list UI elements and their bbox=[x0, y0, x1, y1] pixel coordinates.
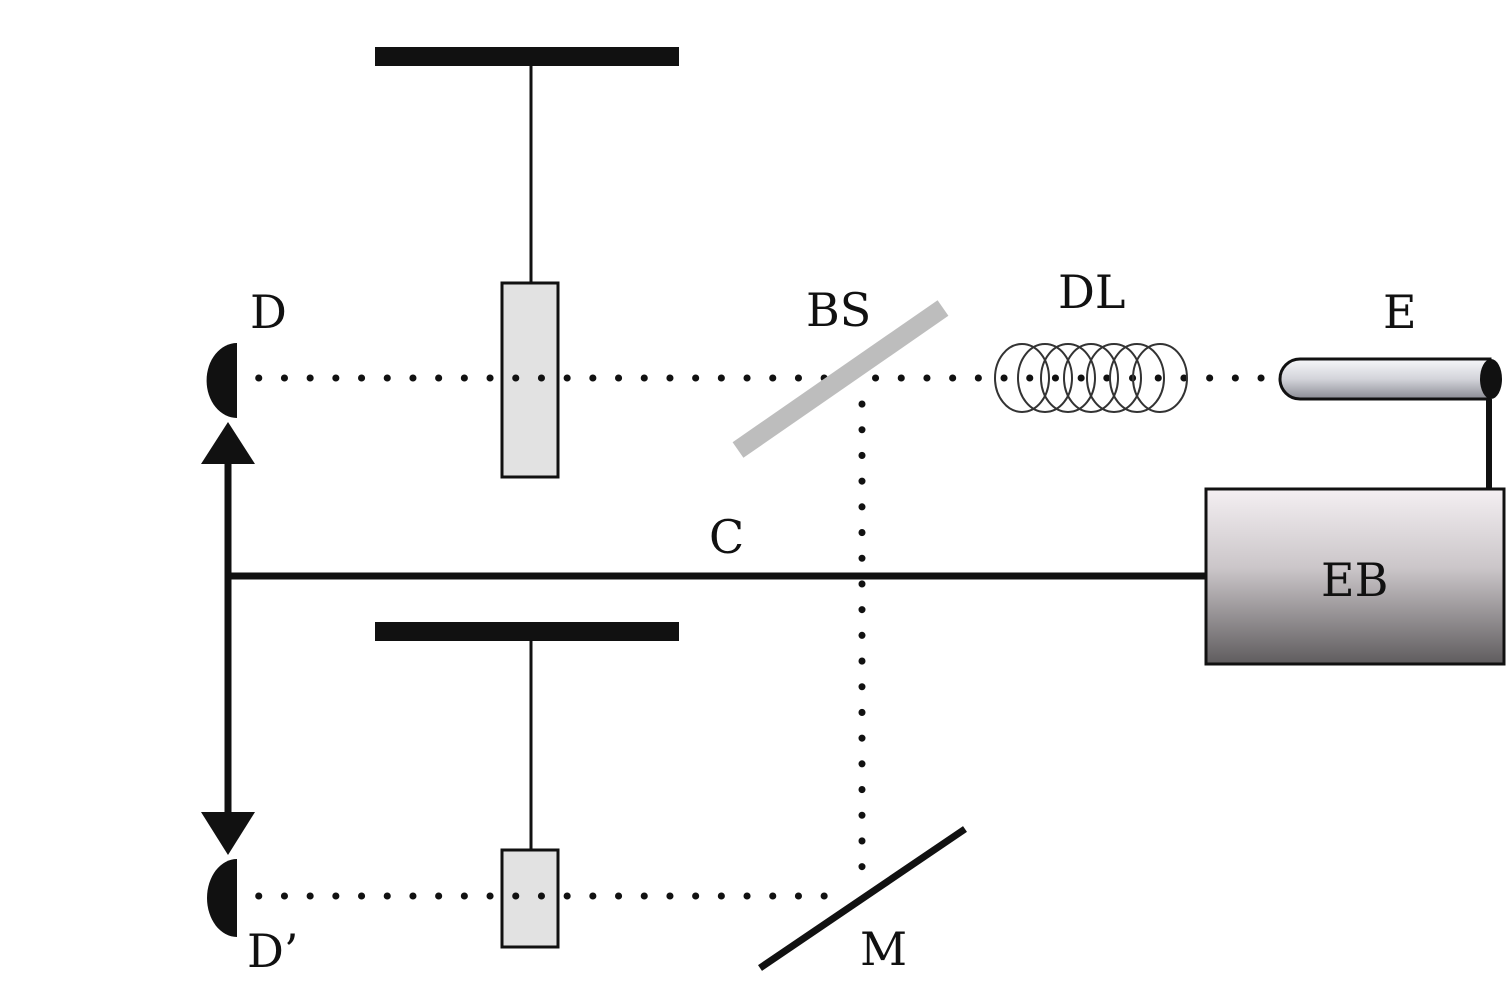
mirror bbox=[758, 826, 967, 971]
label-emitter: E bbox=[1383, 285, 1417, 339]
bottom-sample-holder bbox=[375, 622, 679, 949]
arrow-head-down bbox=[201, 812, 255, 855]
top-sample bbox=[500, 281, 560, 479]
beam-splitter bbox=[732, 300, 949, 458]
emitter bbox=[1278, 357, 1502, 401]
delay-line-coil bbox=[994, 343, 1188, 413]
top-mount-bar bbox=[375, 47, 679, 66]
detector-bottom bbox=[207, 859, 237, 937]
label-beam-splitter: BS bbox=[806, 283, 871, 337]
emitter-body bbox=[1278, 357, 1492, 401]
label-emitter-box: EB bbox=[1321, 553, 1388, 607]
electronics-box bbox=[1204, 487, 1506, 666]
label-cable: C bbox=[709, 510, 744, 564]
detector-top bbox=[206, 343, 237, 418]
arrow-head-up bbox=[201, 422, 255, 464]
label-detector-top: D bbox=[250, 285, 287, 339]
label-mirror: M bbox=[860, 922, 907, 976]
bottom-sample bbox=[500, 848, 560, 949]
top-sample-holder bbox=[375, 47, 679, 479]
label-detector-bottom: D’ bbox=[247, 924, 299, 978]
label-delay-line: DL bbox=[1058, 265, 1125, 319]
bottom-mount-bar bbox=[375, 622, 679, 641]
beam-paths bbox=[229, 374, 1266, 900]
emitter-cap bbox=[1480, 359, 1502, 399]
